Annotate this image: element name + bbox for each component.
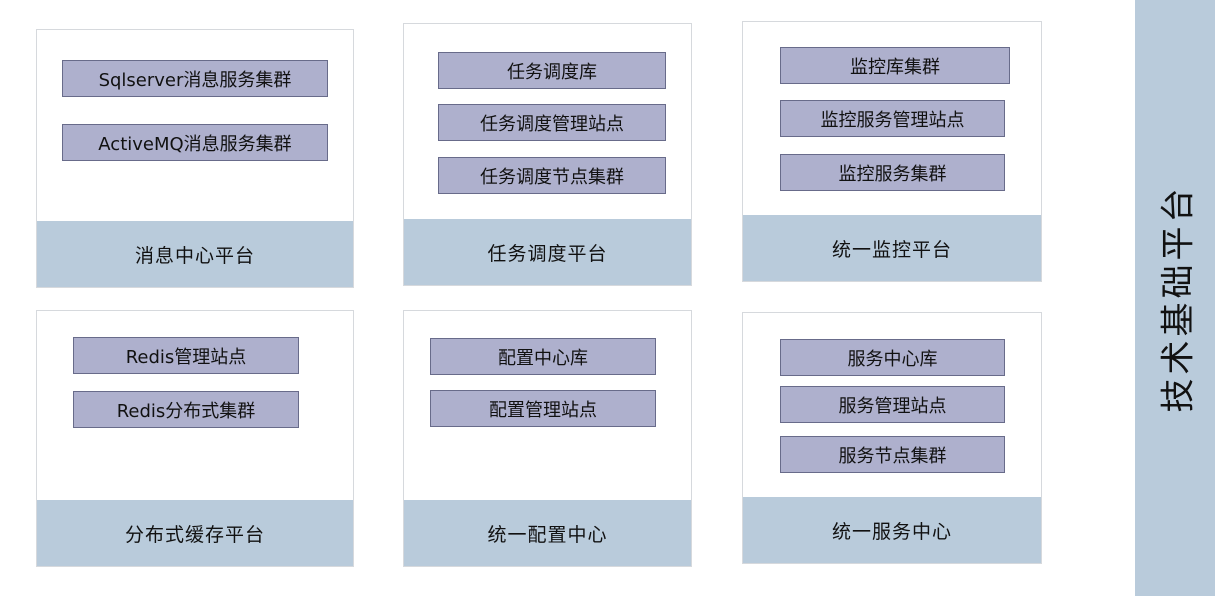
- component-box: 配置管理站点: [430, 390, 656, 427]
- component-box: 监控服务管理站点: [780, 100, 1005, 137]
- component-box: ActiveMQ消息服务集群: [62, 124, 328, 161]
- panel-title: 消息中心平台: [37, 221, 353, 287]
- panel-title: 统一配置中心: [404, 500, 691, 566]
- panel-title: 分布式缓存平台: [37, 500, 353, 566]
- panel-task-scheduling: 任务调度库 任务调度管理站点 任务调度节点集群 任务调度平台: [403, 23, 692, 286]
- component-box: 任务调度节点集群: [438, 157, 666, 194]
- component-box: 任务调度库: [438, 52, 666, 89]
- panel-title: 统一服务中心: [743, 497, 1041, 563]
- component-box: 监控服务集群: [780, 154, 1005, 191]
- panel-distributed-cache: Redis管理站点 Redis分布式集群 分布式缓存平台: [36, 310, 354, 567]
- component-box: 任务调度管理站点: [438, 104, 666, 141]
- side-label: 技术基础平台: [1158, 184, 1199, 412]
- component-box: 配置中心库: [430, 338, 656, 375]
- panel-unified-config: 配置中心库 配置管理站点 统一配置中心: [403, 310, 692, 567]
- side-bar: 技术基础平台: [1135, 0, 1215, 596]
- panel-unified-service: 服务中心库 服务管理站点 服务节点集群 统一服务中心: [742, 312, 1042, 564]
- panel-title: 任务调度平台: [404, 219, 691, 285]
- component-box: 监控库集群: [780, 47, 1010, 84]
- component-box: 服务管理站点: [780, 386, 1005, 423]
- component-box: 服务节点集群: [780, 436, 1005, 473]
- panel-message-center: Sqlserver消息服务集群 ActiveMQ消息服务集群 消息中心平台: [36, 29, 354, 288]
- panel-title: 统一监控平台: [743, 215, 1041, 281]
- panel-unified-monitoring: 监控库集群 监控服务管理站点 监控服务集群 统一监控平台: [742, 21, 1042, 282]
- component-box: 服务中心库: [780, 339, 1005, 376]
- component-box: Redis分布式集群: [73, 391, 299, 428]
- component-box: Sqlserver消息服务集群: [62, 60, 328, 97]
- component-box: Redis管理站点: [73, 337, 299, 374]
